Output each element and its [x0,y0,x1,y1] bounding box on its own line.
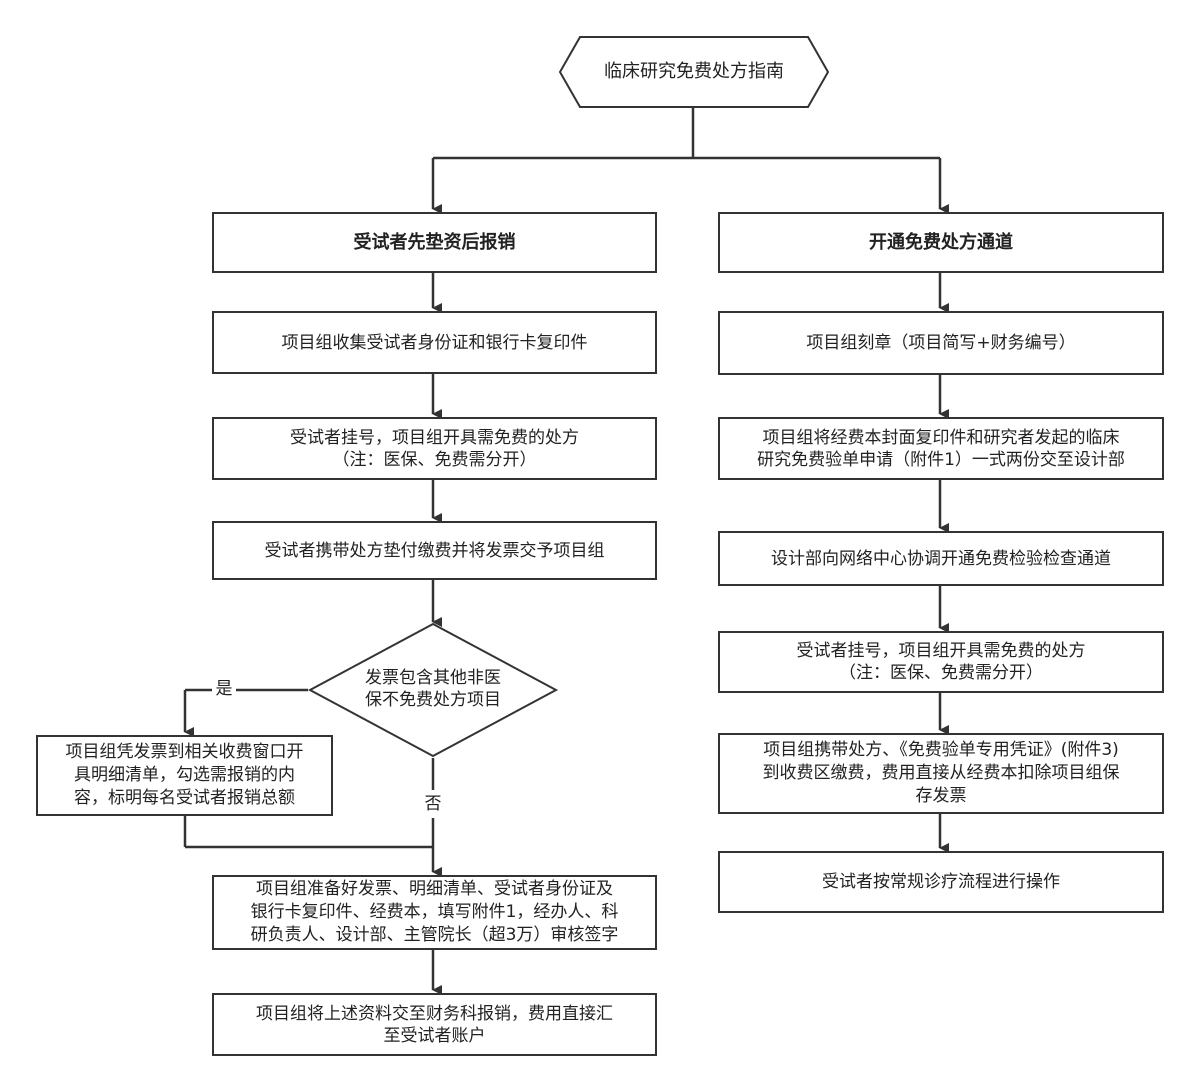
decision-diamond-shape [307,622,559,758]
page-title: 临床研究免费处方指南 [604,61,784,82]
left-step-5: 项目组将上述资料交至财务科报销，费用直接汇 至受试者账户 [212,993,657,1056]
yes-step-box: 项目组凭发票到相关收费窗口开 具明细清单，勾选需报销的内 容，标明每名受试者报销… [36,735,333,816]
right-step-2: 项目组将经费本封面复印件和研究者发起的临床 研究免费验单申请（附件1）一式两份交… [718,417,1164,480]
left-step-1-label: 项目组收集受试者身份证和银行卡复印件 [281,332,588,353]
yes-step-label: 项目组凭发票到相关收费窗口开 具明细清单，勾选需报销的内 容，标明每名受试者报销… [65,742,304,808]
right-step-5: 项目组携带处方、《免费验单专用凭证》(附件3) 到收费区缴费，费用直接从经费本扣… [718,733,1164,814]
right-step-6-label: 受试者按常规诊疗流程进行操作 [822,872,1060,892]
right-header-box: 开通免费处方通道 [718,212,1164,273]
decision-label: 发票包含其他非医 保不免费处方项目 [365,668,501,710]
left-step-1: 项目组收集受试者身份证和银行卡复印件 [212,311,657,374]
left-step-5-label: 项目组将上述资料交至财务科报销，费用直接汇 至受试者账户 [256,1003,613,1046]
left-header-box: 受试者先垫资后报销 [212,212,657,273]
right-step-3-label: 设计部向网络中心协调开通免费检验检查通道 [771,548,1111,569]
title-terminator-shape [558,36,830,108]
no-label: 否 [421,794,445,814]
left-header-label: 受试者先垫资后报销 [353,231,516,253]
right-step-5-label: 项目组携带处方、《免费验单专用凭证》(附件3) 到收费区缴费，费用直接从经费本扣… [762,740,1120,806]
right-step-6: 受试者按常规诊疗流程进行操作 [718,851,1164,913]
left-step-3-label: 受试者携带处方垫付缴费并将发票交予项目组 [264,540,605,561]
left-step-4-label: 项目组准备好发票、明细清单、受试者身份证及 银行卡复印件、经费本，填写附件1，经… [250,879,619,945]
right-step-3: 设计部向网络中心协调开通免费检验检查通道 [718,531,1164,586]
left-step-2: 受试者挂号，项目组开具需免费的处方 （注：医保、免费需分开） [212,417,657,480]
right-header-label: 开通免费处方通道 [869,231,1013,253]
right-step-2-label: 项目组将经费本封面复印件和研究者发起的临床 研究免费验单申请（附件1）一式两份交… [757,427,1125,470]
right-step-4-label: 受试者挂号，项目组开具需免费的处方 （注：医保、免费需分开） [796,641,1086,683]
left-step-4: 项目组准备好发票、明细清单、受试者身份证及 银行卡复印件、经费本，填写附件1，经… [212,875,657,950]
right-step-1: 项目组刻章（项目简写+财务编号） [718,311,1164,375]
right-step-1-label: 项目组刻章（项目简写+财务编号） [806,333,1076,353]
right-step-4: 受试者挂号，项目组开具需免费的处方 （注：医保、免费需分开） [718,631,1164,693]
yes-label: 是 [212,679,236,699]
left-step-3: 受试者携带处方垫付缴费并将发票交予项目组 [212,521,657,580]
left-step-2-label: 受试者挂号，项目组开具需免费的处方 （注：医保、免费需分开） [290,427,579,470]
